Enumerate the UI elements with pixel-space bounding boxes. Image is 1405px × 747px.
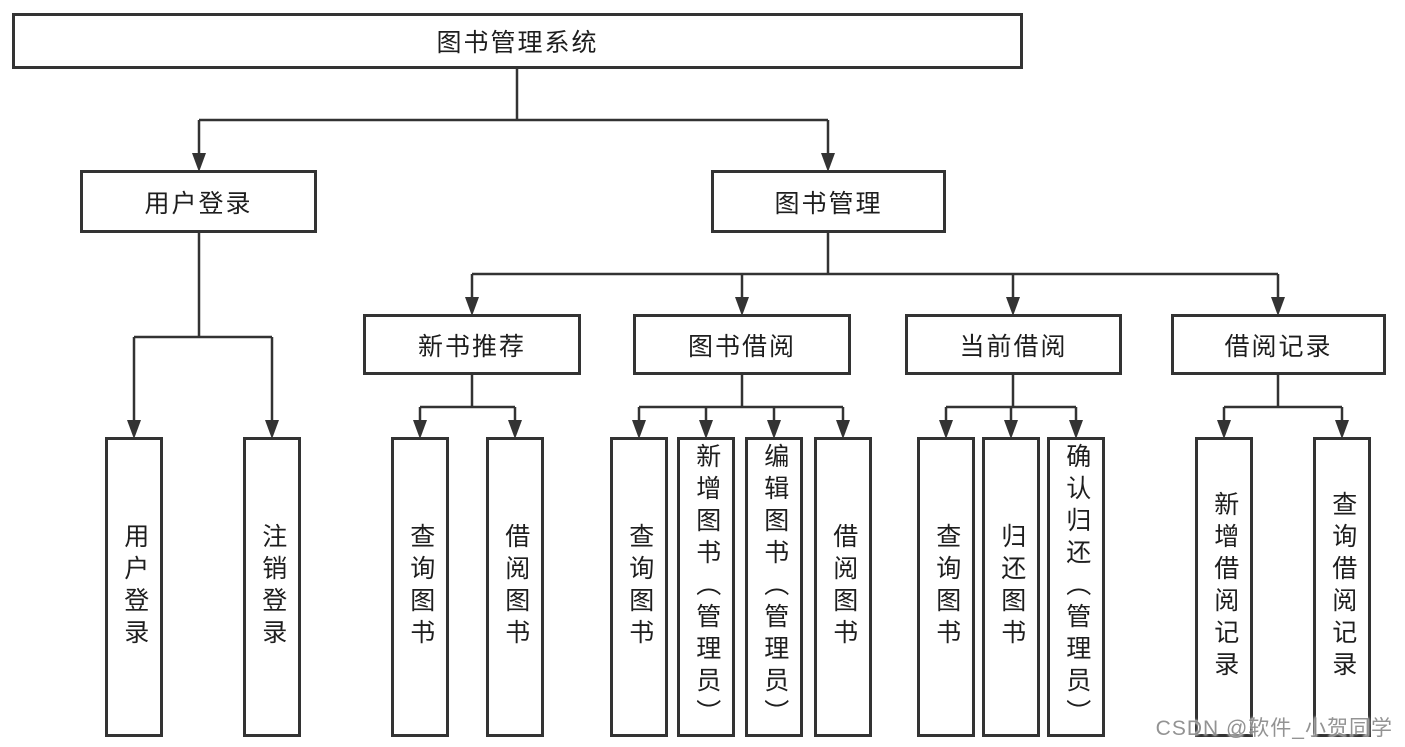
connector-lines xyxy=(132,69,1344,428)
leaf-edit-book-admin: 编辑图书（管理员） xyxy=(745,437,803,737)
leaf-borrow-books-recommend: 借阅图书 xyxy=(486,437,544,737)
leaf-label: 新增图书（管理员） xyxy=(692,443,721,731)
node-borrow-records: 借阅记录 xyxy=(1171,314,1386,375)
node-new-book-recommend: 新书推荐 xyxy=(363,314,581,375)
leaf-borrow-books-borrow: 借阅图书 xyxy=(814,437,872,737)
leaf-query-books-recommend: 查询图书 xyxy=(391,437,449,737)
leaf-label: 借阅图书 xyxy=(501,523,530,651)
leaf-label: 归还图书 xyxy=(997,523,1026,651)
csdn-watermark: CSDN @软件_小贺同学 xyxy=(1155,717,1393,740)
node-book-management: 图书管理 xyxy=(711,170,946,233)
node-label: 图书管理系统 xyxy=(436,29,599,57)
arrowheads xyxy=(127,153,1349,439)
leaf-label: 查询图书 xyxy=(625,523,654,651)
leaf-add-borrow-record: 新增借阅记录 xyxy=(1195,437,1253,737)
node-label: 图书借阅 xyxy=(687,332,796,361)
leaf-confirm-return-admin: 确认归还（管理员） xyxy=(1047,437,1105,737)
node-book-borrowing: 图书借阅 xyxy=(633,314,851,375)
leaf-query-books-current: 查询图书 xyxy=(917,437,975,737)
leaf-label: 注销登录 xyxy=(258,523,287,651)
leaf-label: 编辑图书（管理员） xyxy=(760,443,789,731)
leaf-label: 查询借阅记录 xyxy=(1328,491,1357,683)
leaf-query-books-borrow: 查询图书 xyxy=(610,437,668,737)
node-label: 图书管理 xyxy=(774,189,883,218)
leaf-label: 新增借阅记录 xyxy=(1210,491,1239,683)
node-label: 新书推荐 xyxy=(417,332,526,361)
leaf-logout-login: 注销登录 xyxy=(243,437,301,737)
node-current-borrowing: 当前借阅 xyxy=(905,314,1122,375)
node-label: 当前借阅 xyxy=(959,332,1068,361)
leaf-label: 查询图书 xyxy=(932,523,961,651)
leaf-label: 查询图书 xyxy=(406,523,435,651)
leaf-return-book: 归还图书 xyxy=(982,437,1040,737)
leaf-label: 借阅图书 xyxy=(829,523,858,651)
node-library-management-system: 图书管理系统 xyxy=(12,13,1023,69)
node-label: 用户登录 xyxy=(144,189,253,218)
leaf-query-borrow-record: 查询借阅记录 xyxy=(1313,437,1371,737)
node-label: 借阅记录 xyxy=(1224,332,1333,361)
leaf-label: 用户登录 xyxy=(120,523,149,651)
leaf-add-book-admin: 新增图书（管理员） xyxy=(677,437,735,737)
leaf-label: 确认归还（管理员） xyxy=(1062,443,1091,731)
leaf-user-login: 用户登录 xyxy=(105,437,163,737)
node-user-login: 用户登录 xyxy=(80,170,317,233)
